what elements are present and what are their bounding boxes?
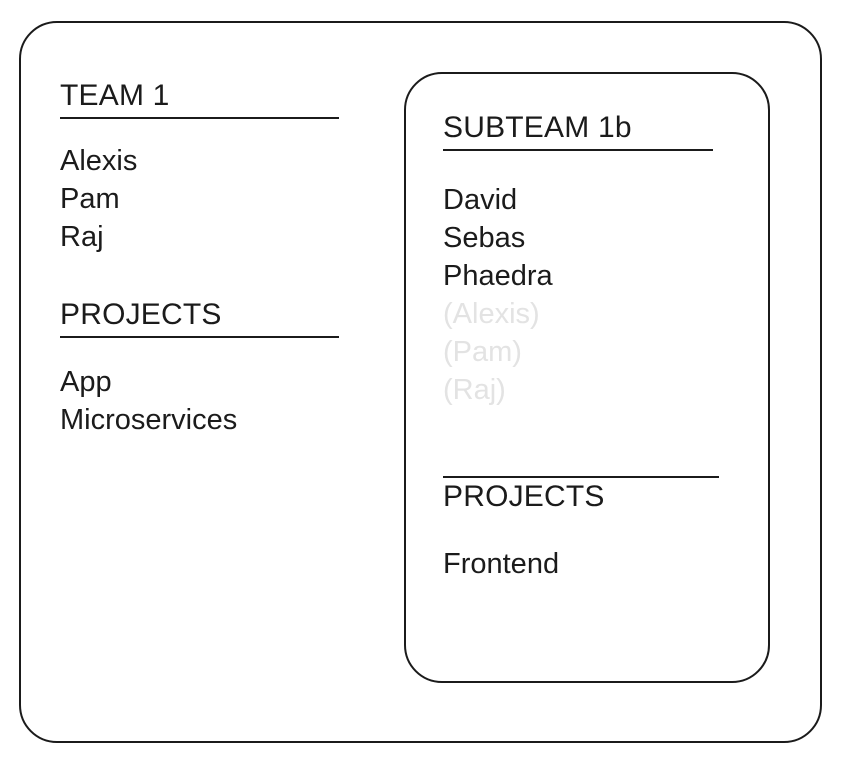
subteam-member-list: David Sebas Phaedra (Alexis) (Pam) (Raj) [443,181,553,409]
subteam-container [404,72,770,683]
team-projects-heading: PROJECTS [60,298,222,331]
list-item: Sebas [443,222,526,254]
list-item: Frontend [443,548,560,580]
list-item: Alexis [60,145,138,177]
subteam-projects-heading: PROJECTS [443,480,605,513]
team-heading-rule [60,117,339,119]
list-item: App [60,366,112,398]
team-heading: TEAM 1 [60,79,170,112]
list-item: Microservices [60,404,238,436]
list-item: Raj [60,221,104,253]
subteam-project-list: Frontend [443,545,559,583]
team-member-list: Alexis Pam Raj [60,142,137,256]
team-projects-heading-block: PROJECTS [60,297,339,338]
subteam-heading-rule [443,149,713,151]
list-item-inherited: (Alexis) [443,298,540,330]
list-item: David [443,184,518,216]
subteam-projects-heading-rule [443,476,719,478]
team-projects-heading-rule [60,336,339,338]
subteam-heading-block: SUBTEAM 1b [443,110,713,151]
subteam-heading: SUBTEAM 1b [443,111,632,144]
list-item-inherited: (Raj) [443,374,506,406]
team-project-list: App Microservices [60,363,237,439]
list-item: Phaedra [443,260,553,292]
list-item-inherited: (Pam) [443,336,522,368]
team-heading-block: TEAM 1 [60,78,339,119]
list-item: Pam [60,183,120,215]
subteam-projects-heading-block: PROJECTS [443,476,719,515]
